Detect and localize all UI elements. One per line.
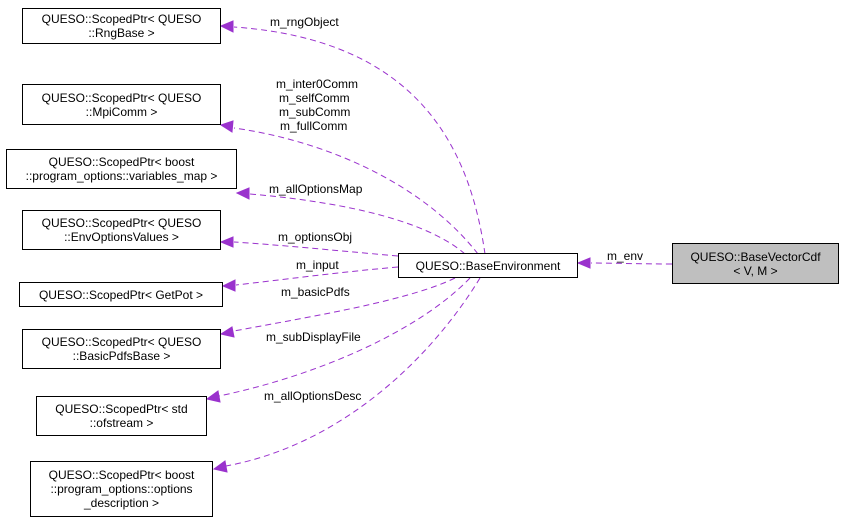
edge-label-text: m_env [607, 249, 644, 263]
arrowhead-getpot [221, 279, 236, 292]
edge-optdesc [225, 277, 481, 467]
edge-mpi [233, 127, 479, 255]
class-node-variables-map-line: QUESO::ScopedPtr< boost [48, 155, 195, 169]
edge-label-text: m_fullComm [280, 119, 348, 133]
edge-label-varmap: m_allOptionsMap [269, 182, 362, 196]
edge-label-text: m_input [296, 258, 339, 272]
class-node-env-options-values-line: ::EnvOptionsValues > [64, 230, 179, 244]
class-node-base-vector-cdf[interactable]: QUESO::BaseVectorCdf < V, M > [672, 243, 839, 284]
class-node-rng[interactable]: QUESO::ScopedPtr< QUESO ::RngBase > [22, 8, 221, 44]
arrowhead-mpi [219, 120, 234, 133]
edge-label-mpi: m_inter0Comm m_selfComm m_subComm m_full… [276, 77, 358, 133]
class-node-variables-map-line: ::program_options::variables_map > [25, 169, 218, 183]
class-node-basic-pdfs-base[interactable]: QUESO::ScopedPtr< QUESO ::BasicPdfsBase … [22, 329, 221, 369]
edge-label-text: m_allOptionsDesc [264, 389, 362, 403]
class-node-base-environment-line: QUESO::BaseEnvironment [415, 258, 561, 273]
arrowhead-basicpdf [219, 326, 235, 338]
class-node-variables-map[interactable]: QUESO::ScopedPtr< boost ::program_option… [6, 149, 237, 189]
edge-label-text: m_subDisplayFile [266, 330, 361, 344]
class-node-options-description[interactable]: QUESO::ScopedPtr< boost ::program_option… [30, 461, 213, 517]
edge-label-text: m_subComm [279, 105, 351, 119]
class-node-basic-pdfs-base-line: QUESO::ScopedPtr< QUESO [41, 335, 202, 349]
edge-label-rng: m_rngObject [270, 15, 339, 29]
arrowhead-varmap [235, 187, 250, 200]
edge-label-env: m_env [607, 249, 643, 263]
class-node-rng-line: QUESO::ScopedPtr< QUESO [41, 12, 202, 26]
edge-label-getpot: m_input [296, 258, 339, 272]
class-node-getpot[interactable]: QUESO::ScopedPtr< GetPot > [19, 282, 223, 307]
arrowhead-optdesc [212, 460, 228, 473]
class-node-mpi-line: QUESO::ScopedPtr< QUESO [41, 90, 202, 105]
edge-rng [233, 26, 486, 255]
edge-envopt [233, 241, 399, 257]
class-node-env-options-values-line: QUESO::ScopedPtr< QUESO [41, 216, 202, 230]
class-node-options-description-line: QUESO::ScopedPtr< boost [48, 468, 195, 482]
arrowhead-ofstream [205, 390, 221, 403]
class-node-basic-pdfs-base-line: ::BasicPdfsBase > [72, 349, 171, 363]
edge-label-text: m_allOptionsMap [269, 182, 363, 196]
edge-label-text: m_rngObject [270, 15, 339, 29]
class-node-options-description-line: _description > [83, 496, 160, 510]
arrowhead-env [576, 257, 591, 269]
edge-label-optdesc: m_allOptionsDesc [264, 389, 361, 403]
class-node-ofstream-line: QUESO::ScopedPtr< std [55, 402, 188, 416]
arrowhead-rng [219, 20, 234, 33]
edge-label-text: m_basicPdfs [281, 285, 350, 299]
class-node-base-vector-cdf-line: QUESO::BaseVectorCdf [690, 249, 821, 264]
class-node-ofstream-line: ::ofstream > [89, 416, 154, 430]
arrowhead-envopt [219, 236, 234, 248]
class-node-ofstream[interactable]: QUESO::ScopedPtr< std ::ofstream > [36, 396, 207, 436]
edge-label-text: m_inter0Comm [276, 77, 359, 91]
edge-label-ofstream: m_subDisplayFile [266, 330, 361, 344]
edge-label-text: m_optionsObj [278, 230, 353, 244]
edge-label-text: m_selfComm [279, 91, 350, 105]
class-node-mpi[interactable]: QUESO::ScopedPtr< QUESO ::MpiComm > [22, 84, 221, 125]
edge-getpot [235, 266, 399, 286]
edge-label-basicpdf: m_basicPdfs [281, 285, 350, 299]
edge-varmap [249, 193, 466, 255]
class-node-rng-line: ::RngBase > [88, 26, 155, 40]
edge-label-envopt: m_optionsObj [278, 230, 352, 244]
edge-basicpdf [233, 277, 456, 332]
class-node-base-environment[interactable]: QUESO::BaseEnvironment [398, 253, 578, 278]
class-node-getpot-line: QUESO::ScopedPtr< GetPot > [38, 287, 204, 302]
class-node-env-options-values[interactable]: QUESO::ScopedPtr< QUESO ::EnvOptionsValu… [22, 210, 221, 250]
class-node-options-description-line: ::program_options::options [50, 482, 193, 496]
edge-env [590, 262, 673, 265]
edge-ofstream [218, 277, 471, 397]
class-node-mpi-line: ::MpiComm > [85, 104, 158, 119]
class-node-base-vector-cdf-line: < V, M > [733, 263, 778, 278]
